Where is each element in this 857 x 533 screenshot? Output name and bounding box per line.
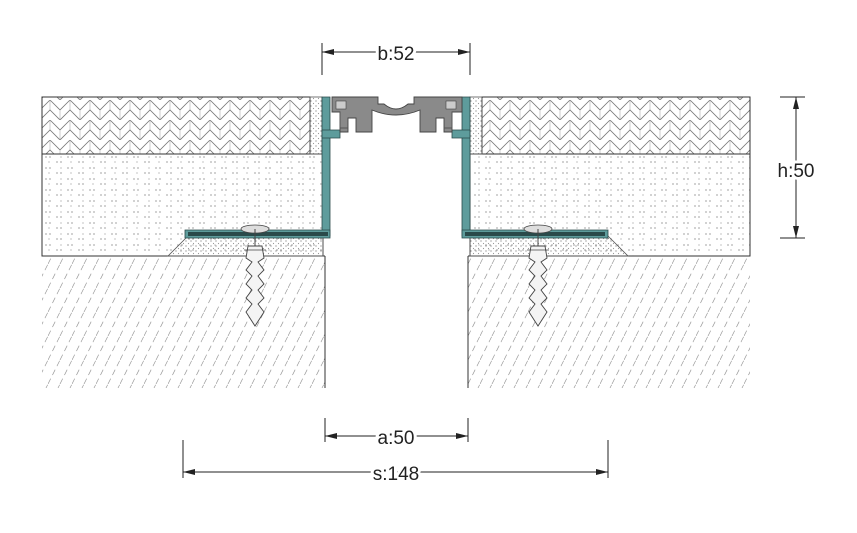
dimension-s-label: s:148: [373, 464, 419, 485]
right-aluminium-profile: [451, 96, 609, 239]
right-anchor-screw: [523, 224, 553, 327]
left-anchor-screw: [240, 224, 270, 327]
dimension-b: b:52: [321, 41, 471, 75]
left-tile-layer: [41, 96, 311, 155]
right-concrete-slab: [468, 256, 750, 388]
left-mortar-bed: [167, 235, 324, 257]
dimension-h-label: h:50: [778, 161, 815, 182]
left-aluminium-profile: [184, 96, 341, 239]
right-floor-side: [467, 96, 751, 388]
right-sealant-strip: [469, 96, 483, 155]
left-concrete-slab: [42, 256, 325, 388]
right-tile-layer: [481, 96, 751, 155]
dimension-h: h:50: [775, 96, 817, 239]
left-sealant-strip: [309, 96, 323, 155]
dimension-b-label: b:52: [378, 44, 415, 65]
joint-cover-insert: [331, 96, 463, 133]
dimension-a: a:50: [324, 418, 469, 452]
dimension-a-label: a:50: [378, 428, 415, 449]
dimension-s: s:148: [182, 440, 609, 488]
right-mortar-bed: [469, 235, 629, 257]
